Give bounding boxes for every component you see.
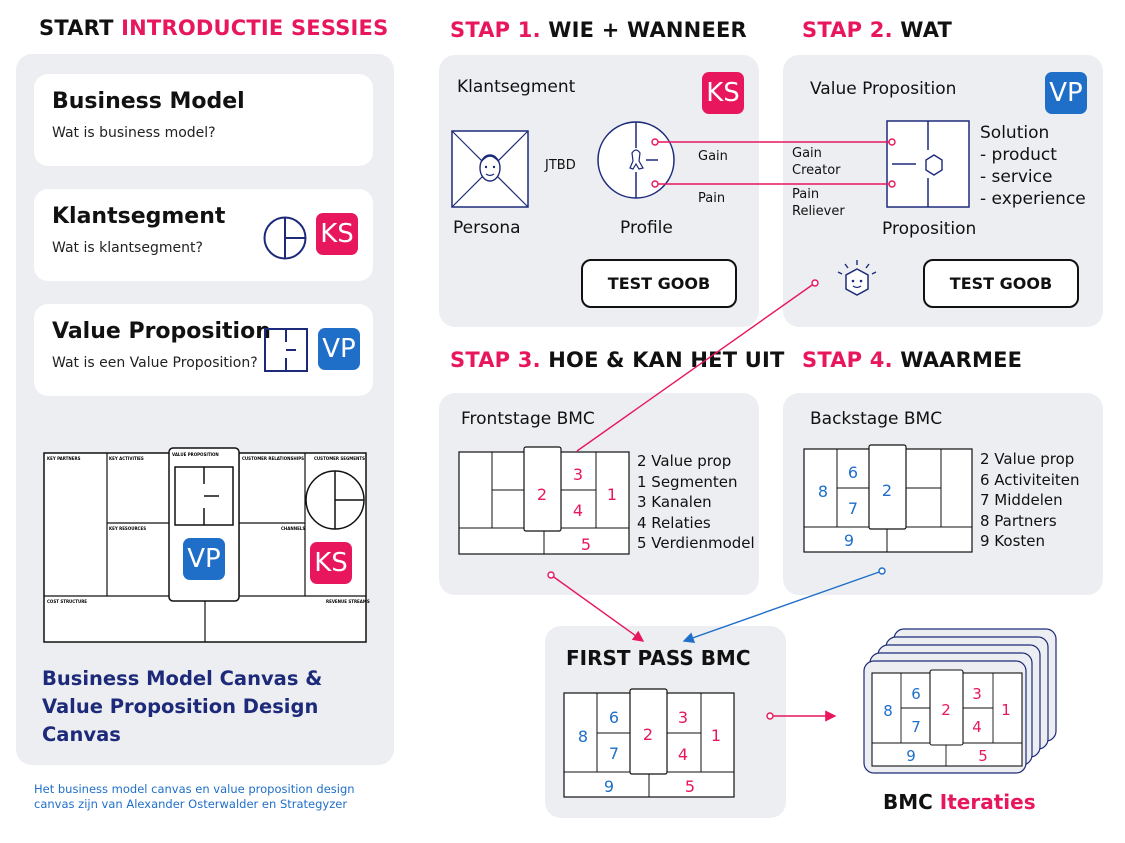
intro-card-klantsegment[interactable]: Klantsegment Wat is klantsegment? KS [34, 189, 373, 281]
card-title: Klantsegment [52, 204, 226, 229]
stap2-header: STAP 2. WAT [802, 18, 953, 42]
stap3-header: STAP 3. HOE & KAN HET UIT [450, 348, 785, 372]
card-subtitle: Wat is een Value Proposition? [52, 355, 258, 371]
bmc-number-9: 9 [844, 531, 854, 550]
pain-connector [651, 180, 896, 188]
vp-badge: VP [318, 328, 360, 370]
gain-connector [651, 138, 896, 146]
bmc-number-5: 5 [581, 535, 591, 554]
value-map-square [886, 120, 970, 208]
bmc-number-4: 4 [972, 718, 982, 736]
bmc-number-2: 2 [941, 701, 951, 719]
canvas-label-channels: CHANNELS [281, 526, 305, 531]
solution-list: Solution - product - service - experienc… [980, 123, 1086, 209]
first-pass-title: FIRST PASS BMC [566, 646, 751, 670]
firstpass-to-iteraties-arrow [766, 710, 837, 722]
bmc-number-5: 5 [978, 747, 988, 765]
bmc-number-9: 9 [604, 777, 614, 796]
bmc-number-7: 7 [911, 718, 921, 736]
backstage-list: 2 Value prop 6 Activiteiten 7 Middelen 8… [980, 450, 1080, 550]
bmc-number-3: 3 [678, 708, 688, 727]
canvas-label-customer-segments: CUSTOMER SEGMENTS [314, 456, 365, 461]
bmc-number-2: 2 [537, 485, 547, 504]
bmc-number-6: 6 [609, 708, 619, 727]
stap2-title: Value Proposition [810, 79, 957, 99]
card-title: Business Model [52, 89, 245, 114]
bmc-number-1: 1 [607, 485, 617, 504]
pain-reliever-label: Pain Reliever [792, 187, 845, 219]
pain-label: Pain [698, 191, 726, 206]
intro-panel [16, 54, 394, 765]
intro-card-business-model[interactable]: Business Model Wat is business model? [34, 74, 373, 166]
canvas-label-customer-relationships: CUSTOMER RELATIONSHIPS [242, 456, 304, 461]
canvas-label-revenue-streams: REVENUE STREAMS [326, 599, 370, 604]
bmc-iteraties-stack: 8 6 7 2 3 4 1 9 5 [863, 628, 1057, 774]
persona-label: Persona [453, 218, 521, 238]
customer-profile-icon [263, 216, 307, 260]
ks-badge: KS [316, 213, 358, 255]
gain-creator-label: Gain Creator [792, 146, 841, 178]
bmc-number-9: 9 [906, 747, 916, 765]
idea-to-frontstage-connector [576, 279, 819, 452]
persona-icon [451, 130, 529, 208]
bmc-number-1: 1 [1001, 701, 1011, 719]
bmc-number-4: 4 [678, 745, 688, 764]
card-title: Value Proposition [52, 319, 271, 344]
bmc-number-2: 2 [643, 725, 653, 744]
bmc-number-7: 7 [848, 499, 858, 518]
bmc-number-2: 2 [882, 481, 892, 500]
frontstage-to-firstpass-arrow [547, 571, 645, 642]
canvas-ks-badge: KS [310, 542, 352, 584]
profile-label: Profile [620, 218, 673, 238]
stap1-header: STAP 1. WIE + WANNEER [450, 18, 747, 42]
backstage-to-firstpass-arrow [682, 567, 886, 644]
canvas-title: Business Model Canvas & Value Propositio… [42, 667, 323, 746]
bmc-number-8: 8 [818, 482, 828, 501]
ks-badge: KS [702, 72, 744, 114]
value-map-icon [264, 328, 308, 372]
proposition-label: Proposition [882, 219, 977, 239]
gain-label: Gain [698, 149, 728, 164]
bmc-number-8: 8 [578, 727, 588, 746]
test-goob-button-stap2[interactable]: TEST GOOB [923, 259, 1079, 308]
bmc-number-6: 6 [911, 685, 921, 703]
test-goob-button-stap1[interactable]: TEST GOOB [581, 259, 737, 308]
bmc-number-1: 1 [711, 726, 721, 745]
canvas-label-key-activities: KEY ACTIVITIES [109, 456, 144, 461]
stap4-title: Backstage BMC [810, 409, 943, 429]
start-header: START INTRODUCTIE SESSIES [39, 16, 389, 40]
canvas-label-cost-structure: COST STRUCTURE [47, 599, 87, 604]
first-pass-bmc-diagram: 8 6 7 2 3 4 1 9 5 [563, 688, 735, 798]
bmc-number-3: 3 [972, 685, 982, 703]
canvas-vp-badge: VP [183, 538, 225, 580]
jtbd-label: JTBD [545, 158, 576, 173]
credit-note: Het business model canvas en value propo… [34, 782, 355, 811]
canvas-label-key-partners: KEY PARTNERS [47, 456, 81, 461]
stap1-title: Klantsegment [457, 77, 576, 97]
stap3-title: Frontstage BMC [461, 409, 595, 429]
canvas-label-key-resources: KEY RESOURCES [109, 526, 146, 531]
canvas-label-value-proposition: VALUE PROPOSITION [172, 452, 219, 457]
bmc-iteraties-title: BMC Iteraties [883, 790, 1036, 814]
card-subtitle: Wat is klantsegment? [52, 240, 203, 256]
bmc-number-7: 7 [609, 744, 619, 763]
vp-badge: VP [1045, 72, 1087, 114]
card-subtitle: Wat is business model? [52, 125, 216, 141]
bmc-number-5: 5 [685, 777, 695, 796]
frontstage-list: 2 Value prop 1 Segmenten 3 Kanalen 4 Rel… [637, 452, 755, 552]
intro-card-value-proposition[interactable]: Value Proposition Wat is een Value Propo… [34, 304, 373, 396]
backstage-bmc-diagram: 8 6 7 2 9 [803, 444, 973, 553]
idea-cube-icon [837, 260, 877, 296]
bmc-number-3: 3 [573, 465, 583, 484]
bmc-number-6: 6 [848, 463, 858, 482]
bmc-number-8: 8 [883, 702, 893, 720]
bmc-number-4: 4 [573, 501, 583, 520]
stap4-header: STAP 4. WAARMEE [802, 348, 1023, 372]
frontstage-bmc-diagram: 2 3 4 1 5 [458, 446, 630, 555]
